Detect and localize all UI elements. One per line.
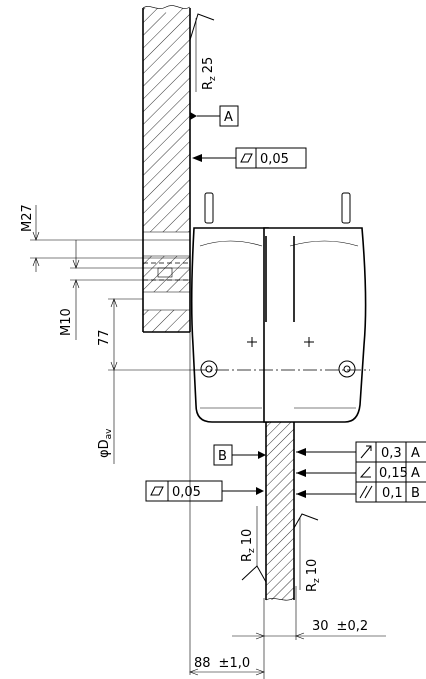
angularity-datum: A bbox=[411, 466, 420, 481]
rail-flatness-value: 0,05 bbox=[172, 485, 201, 500]
rz25-symbol: R bbox=[201, 81, 216, 90]
rail-thickness-value: 30 bbox=[312, 619, 329, 634]
svg-text:88±1,0: 88 ±1,0 bbox=[194, 656, 250, 671]
brake-caliper bbox=[190, 192, 370, 423]
runout-callout: 0,3 A bbox=[296, 441, 426, 463]
datum-b: B bbox=[213, 444, 266, 466]
parallelism-icon bbox=[359, 485, 368, 499]
dim-77-label: 77 bbox=[97, 329, 112, 346]
mounting-plate bbox=[140, 5, 194, 333]
roughness-rz10-left: Rz 10 bbox=[240, 506, 267, 583]
svg-text:Rz10: Rz 10 bbox=[305, 559, 322, 592]
datum-a: A bbox=[190, 105, 239, 127]
svg-text:Rz25: Rz 25 bbox=[201, 57, 218, 90]
rz10-left-subscript: z bbox=[247, 548, 257, 553]
diameter-prefix: φD bbox=[97, 439, 112, 458]
rz10-left-symbol: R bbox=[240, 553, 255, 562]
angularity-value: 0,15 bbox=[379, 466, 408, 481]
rz25-value: 25 bbox=[201, 57, 216, 74]
reference-lines bbox=[189, 332, 297, 679]
plate-offset-tolerance: ±1,0 bbox=[219, 656, 251, 671]
datum-a-letter: A bbox=[224, 110, 233, 125]
svg-text:φDav: φDav bbox=[97, 428, 114, 458]
svg-text:Rz10: Rz 10 bbox=[240, 529, 257, 562]
angularity-icon bbox=[359, 466, 371, 478]
svg-text:30±0,2: 30 ±0,2 bbox=[312, 619, 368, 634]
rz25-subscript: z bbox=[208, 76, 218, 81]
m27-label: M27 bbox=[20, 204, 35, 232]
angularity-callout: 0,15 A bbox=[296, 461, 426, 483]
rz10-left-value: 10 bbox=[240, 529, 255, 546]
rail-thickness-tolerance: ±0,2 bbox=[337, 619, 369, 634]
rail-thickness-dimension: 30 ±0,2 bbox=[232, 619, 386, 640]
parallelism-datum: B bbox=[411, 486, 420, 501]
runout-icon bbox=[360, 445, 372, 459]
thread-dimensions: M27 M10 bbox=[20, 204, 190, 340]
plate-offset-value: 88 bbox=[194, 656, 211, 671]
plate-flatness-callout: 0,05 bbox=[192, 147, 307, 169]
flatness-icon bbox=[240, 153, 253, 163]
roughness-rz10-right: Rz 10 bbox=[293, 513, 322, 592]
datum-b-letter: B bbox=[218, 449, 227, 464]
rz10-right-subscript: z bbox=[312, 578, 322, 583]
rz10-right-value: 10 bbox=[305, 559, 320, 576]
parallelism-value: 0,1 bbox=[382, 486, 403, 501]
rz10-right-symbol: R bbox=[305, 583, 320, 592]
runout-datum: A bbox=[411, 446, 420, 461]
m10-label: M10 bbox=[59, 308, 74, 336]
flatness-icon-rail bbox=[150, 486, 164, 496]
parallelism-callout: 0,1 B bbox=[296, 481, 426, 503]
center-dimensions: 77 φDav bbox=[97, 298, 193, 464]
diameter-subscript: av bbox=[104, 428, 114, 440]
rail-flatness-callout: 0,05 bbox=[145, 480, 264, 502]
roughness-rz25: Rz 25 bbox=[189, 13, 218, 92]
runout-value: 0,3 bbox=[381, 446, 402, 461]
plate-offset-dimension: 88 ±1,0 bbox=[189, 656, 265, 676]
plate-flatness-value: 0,05 bbox=[260, 152, 289, 167]
